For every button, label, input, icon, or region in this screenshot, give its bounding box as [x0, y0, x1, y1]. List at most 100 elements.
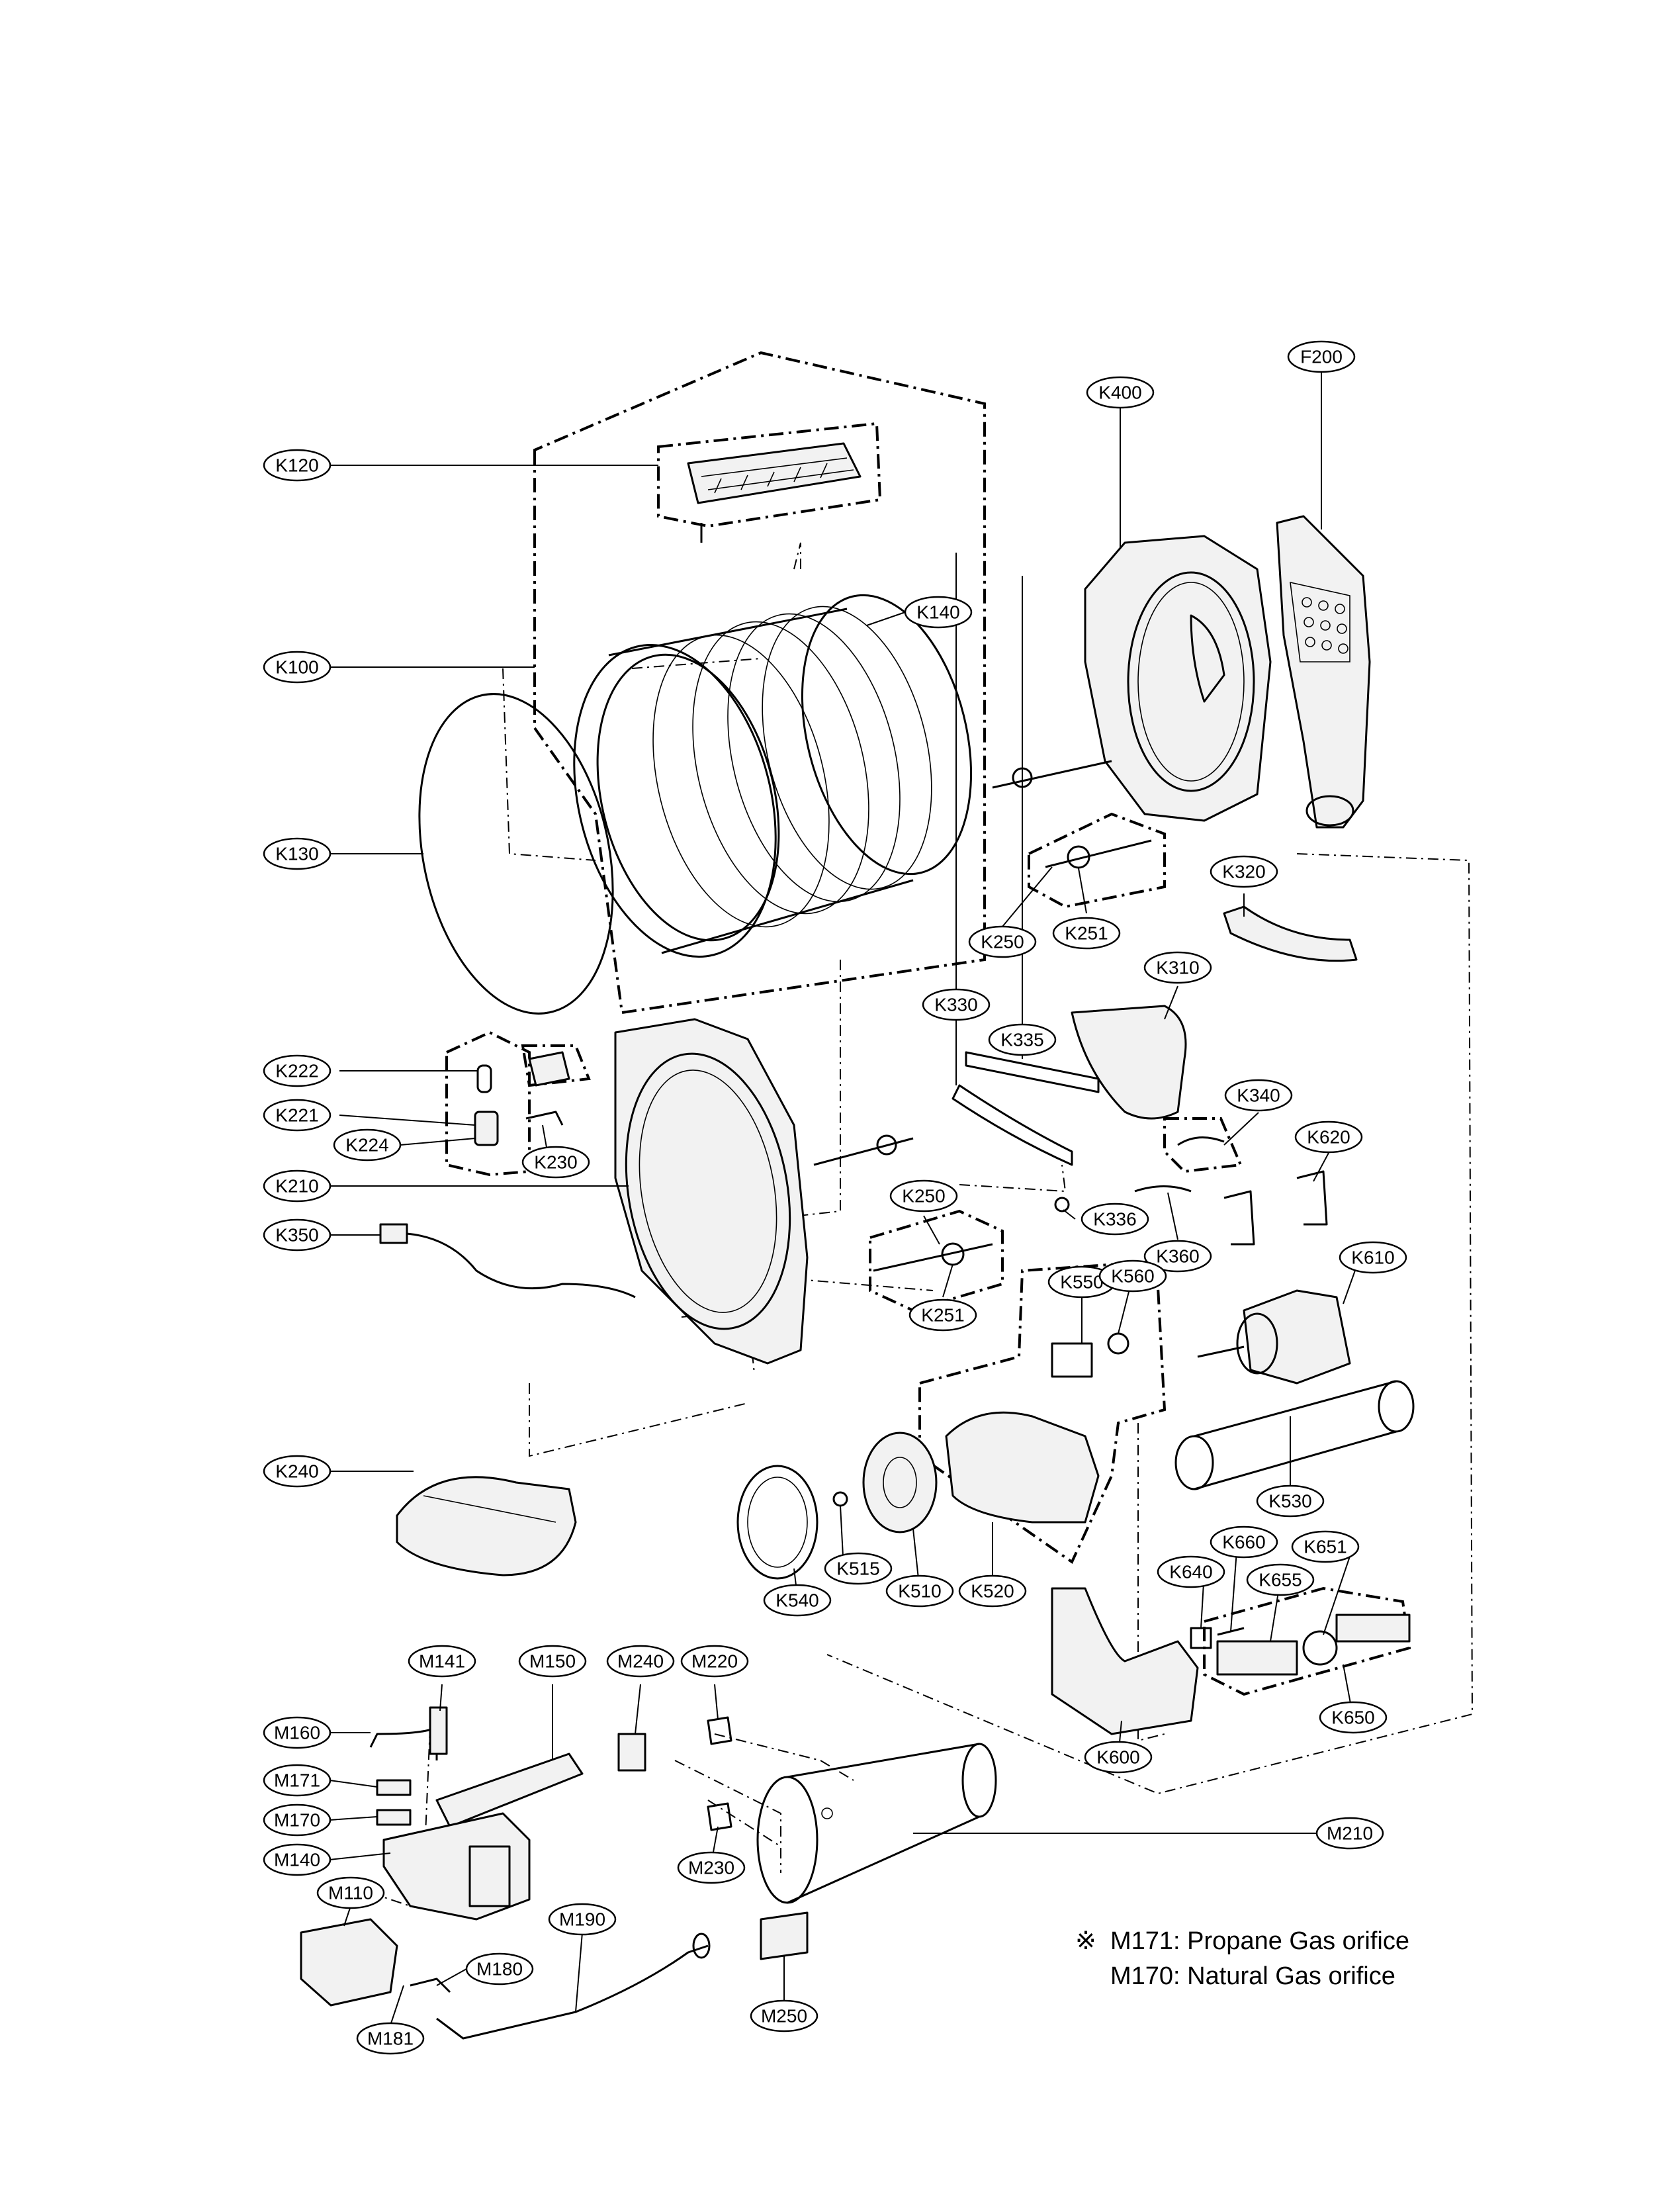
svg-text:K560: K560: [1111, 1266, 1154, 1287]
gas-valve-assembly: [300, 1706, 711, 2040]
lamp-assembly: [474, 1051, 570, 1146]
label-k650: K650: [1319, 1701, 1388, 1734]
svg-text:M230: M230: [688, 1858, 734, 1878]
svg-text:M171: M171: [274, 1770, 320, 1791]
label-k515: K515: [824, 1552, 893, 1585]
label-k660: K660: [1210, 1526, 1278, 1559]
svg-text:K660: K660: [1222, 1532, 1265, 1553]
label-k335: K335: [988, 1023, 1057, 1056]
svg-text:K400: K400: [1098, 383, 1141, 403]
svg-text:M240: M240: [617, 1651, 664, 1672]
svg-text:F200: F200: [1300, 347, 1343, 367]
svg-text:K655: K655: [1259, 1570, 1302, 1590]
sensor-parts: [1190, 1614, 1411, 1676]
label-m210: M210: [1315, 1817, 1384, 1850]
label-m230: M230: [677, 1851, 746, 1884]
svg-text:K100: K100: [275, 657, 318, 678]
callout-labels: K120 K100 K130 K140 K400 F200 K250 K251 …: [263, 340, 1407, 2055]
note-line-1: M171: Propane Gas orifice: [1110, 1927, 1409, 1955]
k620-brackets: [1223, 1170, 1328, 1246]
k336-part: [1054, 1197, 1070, 1212]
label-m190: M190: [548, 1903, 617, 1936]
label-k320: K320: [1210, 855, 1278, 888]
k320-seal: [1223, 905, 1358, 962]
burner-brackets: [617, 1716, 809, 1960]
svg-text:K210: K210: [275, 1176, 318, 1197]
k310-gasket: [1071, 1005, 1187, 1120]
k340-box: [1163, 1117, 1243, 1173]
svg-text:M110: M110: [328, 1883, 373, 1903]
label-k600: K600: [1084, 1741, 1153, 1774]
svg-text:K515: K515: [836, 1559, 879, 1579]
k120-baffle: [687, 442, 862, 543]
label-k230: K230: [521, 1146, 590, 1179]
label-m160: M160: [263, 1716, 332, 1749]
label-k360: K360: [1143, 1240, 1212, 1273]
svg-text:K250: K250: [902, 1186, 945, 1207]
f200-lint-filter: [1276, 515, 1371, 829]
svg-text:K610: K610: [1351, 1248, 1394, 1268]
baffle-group-box: [657, 422, 882, 528]
svg-text:K650: K650: [1331, 1708, 1374, 1728]
label-k130: K130: [263, 837, 332, 870]
k610-motor: [1197, 1289, 1351, 1385]
rear-roller-group-box: [1028, 812, 1166, 909]
svg-text:K310: K310: [1156, 958, 1199, 978]
label-k520: K520: [958, 1574, 1027, 1608]
svg-text:K224: K224: [345, 1135, 388, 1156]
svg-text:M140: M140: [274, 1850, 320, 1870]
part-drawings: [300, 442, 1415, 2040]
svg-text:K640: K640: [1169, 1562, 1212, 1582]
label-k224: K224: [333, 1128, 402, 1162]
label-m170: M170: [263, 1803, 332, 1837]
svg-text:K600: K600: [1096, 1747, 1139, 1768]
svg-text:K520: K520: [971, 1581, 1014, 1602]
svg-text:M250: M250: [761, 2006, 807, 2027]
svg-text:M181: M181: [367, 2028, 414, 2049]
svg-text:K251: K251: [921, 1305, 964, 1326]
svg-text:K360: K360: [1156, 1246, 1199, 1267]
svg-text:K320: K320: [1222, 862, 1265, 882]
label-k510: K510: [885, 1574, 954, 1608]
svg-text:K620: K620: [1307, 1127, 1350, 1148]
label-k140: K140: [904, 596, 973, 629]
svg-text:K130: K130: [275, 844, 318, 864]
group-boxes: [445, 351, 1411, 1696]
svg-text:M190: M190: [559, 1909, 605, 1930]
lamp-cover-box: [521, 1044, 591, 1087]
k530-duct: [1174, 1380, 1415, 1490]
label-k330-callout: K330: [922, 988, 991, 1021]
label-k350: K350: [263, 1218, 332, 1252]
svg-text:K221: K221: [275, 1105, 318, 1126]
label-k560: K560: [1098, 1259, 1167, 1293]
k350-harness: [379, 1223, 636, 1299]
drum-group-box: [533, 351, 986, 1015]
label-k221: K221: [263, 1099, 332, 1132]
label-k120: K120: [263, 449, 332, 482]
orifice-note: ※ M171: Propane Gas orifice M170: Natura…: [1075, 1927, 1409, 1990]
label-m181: M181: [356, 2022, 425, 2055]
svg-text:K510: K510: [898, 1581, 941, 1602]
label-k210: K210: [263, 1169, 332, 1203]
svg-text:K230: K230: [534, 1152, 577, 1173]
lamp-group-box: [445, 1030, 531, 1177]
k520-housing: [945, 1411, 1100, 1524]
svg-text:M210: M210: [1327, 1823, 1373, 1844]
svg-text:M160: M160: [274, 1723, 320, 1743]
label-k100: K100: [263, 651, 332, 684]
k550-k560-parts: [1051, 1332, 1129, 1378]
label-k651: K651: [1291, 1530, 1360, 1563]
note-line-2: M170: Natural Gas orifice: [1110, 1962, 1395, 1990]
svg-text:M170: M170: [274, 1810, 320, 1831]
svg-text:K222: K222: [275, 1061, 318, 1081]
label-k340: K340: [1224, 1079, 1293, 1112]
label-k240: K240: [263, 1455, 332, 1488]
svg-text:K251: K251: [1065, 923, 1108, 944]
label-k620: K620: [1294, 1120, 1363, 1154]
svg-text:K336: K336: [1093, 1209, 1136, 1230]
k140-drum: [573, 594, 973, 958]
label-m110: M110: [316, 1876, 385, 1909]
label-k250-rear: K250: [968, 925, 1037, 958]
label-m140: M140: [263, 1843, 332, 1876]
